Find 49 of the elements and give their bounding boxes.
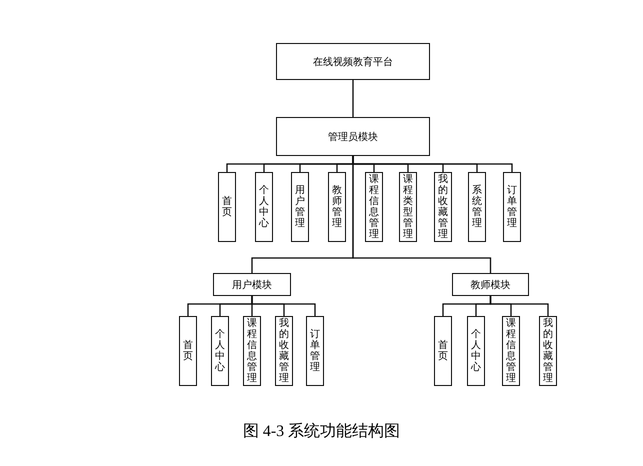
box-label: 首页 bbox=[222, 196, 232, 218]
module-box bbox=[276, 117, 430, 156]
function-box bbox=[255, 172, 273, 242]
box-label: 教师模块 bbox=[470, 278, 510, 292]
box-label: 我的收藏管理 bbox=[438, 174, 448, 240]
function-box bbox=[365, 172, 383, 242]
function-box bbox=[539, 316, 557, 386]
box-label: 首页 bbox=[183, 340, 193, 362]
function-box bbox=[434, 172, 452, 242]
box-label: 管理员模块 bbox=[328, 130, 378, 144]
box-label: 课程信息管理 bbox=[247, 318, 257, 384]
connector-line bbox=[490, 296, 549, 316]
function-box bbox=[275, 316, 293, 386]
box-label: 个人中心 bbox=[259, 185, 269, 229]
box-label: 首页 bbox=[438, 340, 448, 362]
function-box bbox=[179, 316, 197, 386]
connector-line bbox=[251, 296, 316, 316]
function-box bbox=[328, 172, 346, 242]
connector-line bbox=[352, 80, 354, 117]
function-box bbox=[434, 316, 452, 386]
function-box bbox=[306, 316, 324, 386]
box-label: 个人中心 bbox=[471, 329, 481, 373]
function-box bbox=[291, 172, 309, 242]
box-label: 在线视频教育平台 bbox=[313, 56, 393, 68]
function-box bbox=[211, 316, 229, 386]
box-label: 课程信息管理 bbox=[369, 174, 379, 240]
figure-caption: 图 4-3 系统功能结构图 bbox=[242, 422, 400, 442]
module-box bbox=[452, 273, 529, 296]
box-label: 个人中心 bbox=[215, 329, 225, 373]
box-label: 订单管理 bbox=[310, 329, 320, 373]
box-label: 系统管理 bbox=[472, 185, 482, 229]
box-label: 我的收藏管理 bbox=[279, 318, 289, 384]
function-box bbox=[467, 316, 485, 386]
function-box bbox=[218, 172, 236, 242]
box-label: 课程信息管理 bbox=[506, 318, 516, 384]
box-label: 订单管理 bbox=[507, 185, 517, 229]
function-box bbox=[503, 172, 521, 242]
function-box bbox=[399, 172, 417, 242]
box-label: 教师管理 bbox=[332, 185, 342, 229]
function-box bbox=[502, 316, 520, 386]
function-box bbox=[468, 172, 486, 242]
box-label: 用户管理 bbox=[295, 185, 305, 229]
connector-line bbox=[352, 156, 492, 273]
module-box bbox=[213, 273, 291, 296]
box-label: 我的收藏管理 bbox=[543, 318, 553, 384]
box-label: 用户模块 bbox=[232, 278, 272, 292]
module-box bbox=[276, 43, 430, 80]
function-box bbox=[243, 316, 261, 386]
box-label: 课程类型管理 bbox=[403, 174, 413, 240]
